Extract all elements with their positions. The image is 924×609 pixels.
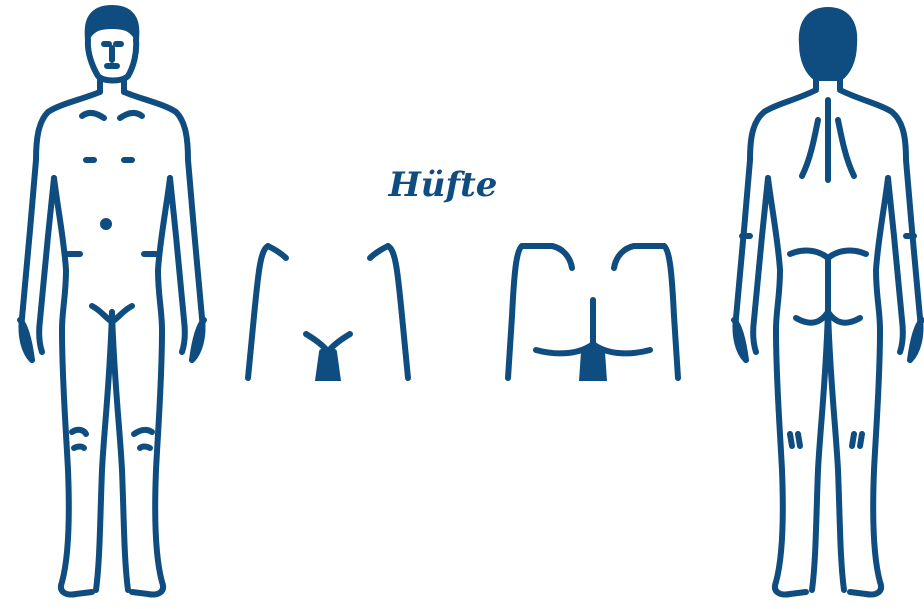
back-hip-detail xyxy=(500,236,686,381)
back-body-figure xyxy=(720,0,924,604)
front-hip-detail xyxy=(238,236,418,381)
front-body-figure xyxy=(0,0,240,604)
region-title: Hüfte xyxy=(348,160,538,210)
back-head xyxy=(802,10,854,78)
front-hair xyxy=(88,8,137,36)
